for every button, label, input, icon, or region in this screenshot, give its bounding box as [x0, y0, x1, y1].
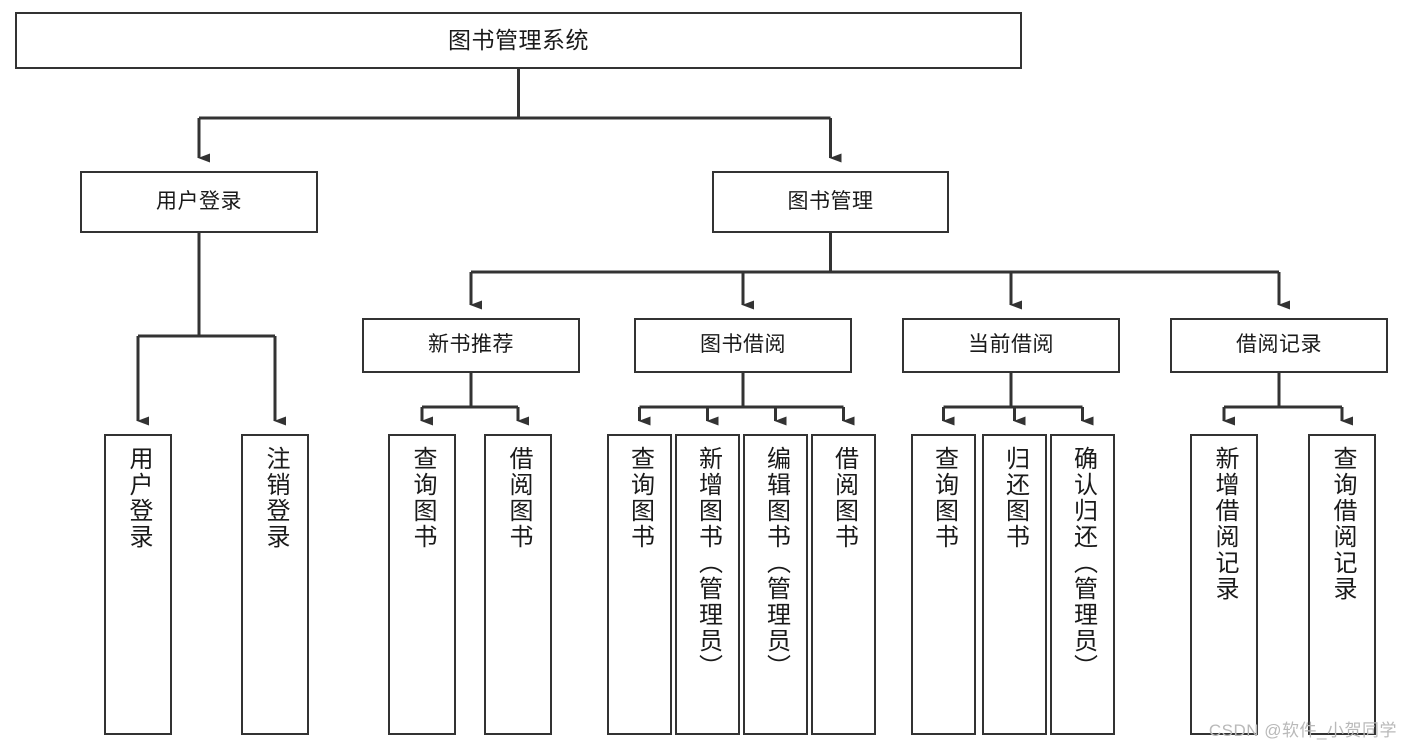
node-label: 编辑图书（管理员）: [762, 446, 790, 680]
node-label: 查询图书: [930, 446, 958, 550]
node-label: 归还图书: [1001, 446, 1029, 550]
node-label: 查询图书: [409, 446, 436, 550]
node-l2c[interactable]: 当前借阅: [902, 318, 1120, 373]
node-label: 新增借阅记录: [1211, 446, 1238, 602]
node-label: 用户登录: [125, 446, 152, 550]
node-label: 图书借阅: [700, 333, 786, 357]
node-l2b[interactable]: 图书借阅: [634, 318, 852, 373]
node-label: 借阅图书: [830, 446, 858, 550]
node-label: 确认归还（管理员）: [1069, 446, 1097, 680]
node-label: 查询图书: [626, 446, 654, 550]
node-label: 查询借阅记录: [1329, 446, 1356, 602]
node-label: 新增图书（管理员）: [694, 446, 722, 680]
node-l2d[interactable]: 借阅记录: [1170, 318, 1388, 373]
node-root[interactable]: 图书管理系统: [15, 12, 1022, 69]
node-leaf2[interactable]: 注销登录: [241, 434, 309, 735]
node-leaf7[interactable]: 编辑图书（管理员）: [743, 434, 808, 735]
node-leaf4[interactable]: 借阅图书: [484, 434, 552, 735]
node-label: 当前借阅: [968, 333, 1054, 357]
node-label: 图书管理系统: [448, 26, 589, 53]
node-leaf5[interactable]: 查询图书: [607, 434, 672, 735]
node-leaf12[interactable]: 新增借阅记录: [1190, 434, 1258, 735]
node-label: 新书推荐: [428, 333, 514, 357]
node-label: 借阅图书: [505, 446, 532, 550]
node-leaf6[interactable]: 新增图书（管理员）: [675, 434, 740, 735]
node-leaf13[interactable]: 查询借阅记录: [1308, 434, 1376, 735]
node-label: 用户登录: [156, 189, 242, 213]
node-l2a[interactable]: 新书推荐: [362, 318, 580, 373]
node-leaf11[interactable]: 确认归还（管理员）: [1050, 434, 1115, 735]
node-l1b[interactable]: 图书管理: [712, 171, 949, 233]
node-l1a[interactable]: 用户登录: [80, 171, 318, 233]
watermark-label: CSDN @软件_小贺同学: [1208, 721, 1397, 740]
node-leaf9[interactable]: 查询图书: [911, 434, 976, 735]
node-leaf1[interactable]: 用户登录: [104, 434, 172, 735]
node-label: 借阅记录: [1236, 333, 1322, 357]
node-leaf8[interactable]: 借阅图书: [811, 434, 876, 735]
node-leaf10[interactable]: 归还图书: [982, 434, 1047, 735]
node-label: 图书管理: [787, 189, 874, 213]
node-leaf3[interactable]: 查询图书: [388, 434, 456, 735]
node-label: 注销登录: [262, 446, 289, 550]
